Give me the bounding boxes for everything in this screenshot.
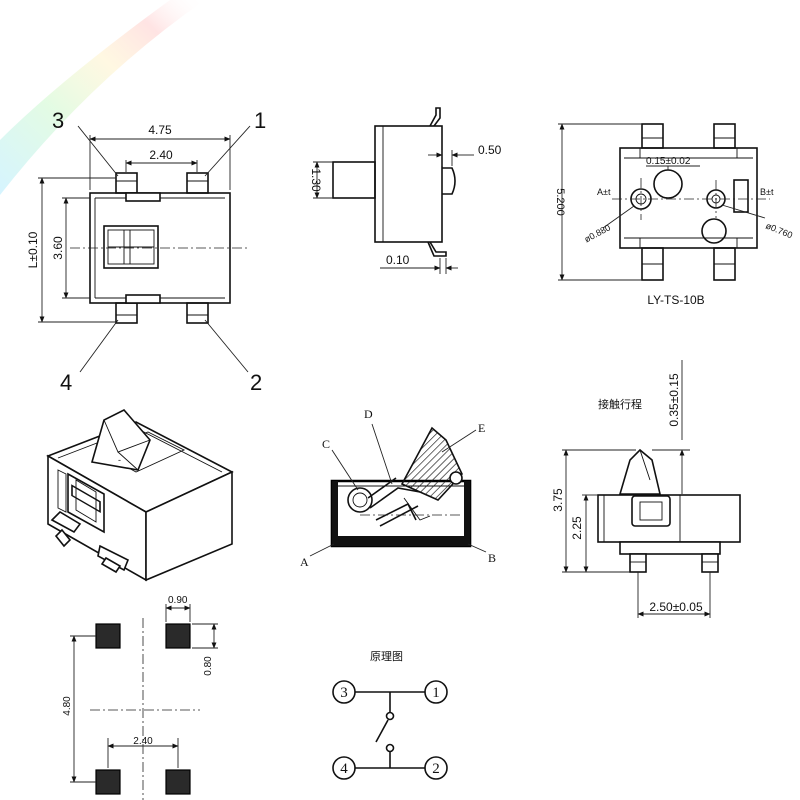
body-height-dimension: 2.25 <box>570 516 584 540</box>
pin-4-label: 4 <box>60 370 72 395</box>
pin-2-pad <box>186 302 209 324</box>
node-1-label: 1 <box>432 685 440 701</box>
hole-a-diameter: ø0.880 <box>583 222 612 244</box>
schematic-view: 原理图 3 1 4 2 <box>332 650 448 780</box>
footprint-pad-top-right <box>165 623 191 649</box>
label-b: B <box>488 551 496 565</box>
section-view: C D E A B <box>300 407 496 569</box>
label-e: E <box>478 421 485 435</box>
label-a: A <box>300 555 309 569</box>
pin-1-label: 1 <box>254 108 266 133</box>
vertical-pitch-dimension: 4.80 <box>62 696 73 716</box>
bottom-body <box>619 147 758 249</box>
isometric-view: - <box>46 409 234 582</box>
node-3-label: 3 <box>340 685 348 701</box>
actuator-window <box>103 225 159 269</box>
pin-1-pad <box>186 172 209 194</box>
model-label: LY-TS-10B <box>647 293 704 307</box>
footprint-pad-bottom-left <box>95 769 121 795</box>
side-view: 1.30 0.50 0.10 <box>309 107 502 274</box>
hole-b-diameter: ø0.760 <box>764 221 794 241</box>
terminal-thickness-dimension: 0.10 <box>386 253 410 267</box>
actuator-height-dimension: 1.30 <box>309 168 323 192</box>
pin-2-label: 2 <box>250 370 262 395</box>
height-dimension: 5.200 <box>554 188 566 216</box>
node-3 <box>332 680 356 704</box>
horizontal-pitch-dimension: 2.40 <box>133 736 153 747</box>
pin-4-pad <box>115 302 138 324</box>
node-2-label: 2 <box>432 761 440 777</box>
bottom-view: 0.15±0.02 A±t B±t ø0.880 ø0.760 5.200 LY… <box>554 123 794 307</box>
actuator-tip-dimension: 0.50 <box>478 143 502 157</box>
end-view: 接触行程 0.35±0.15 3.75 2.25 2.50 <box>551 360 741 618</box>
lever <box>400 426 463 501</box>
post-offset-dimension: 0.15±0.02 <box>646 156 691 167</box>
post-circle-bottom <box>701 218 727 244</box>
label-d: D <box>364 407 373 421</box>
pin-3-pad <box>115 172 138 194</box>
pad-width-dimension: 0.90 <box>168 595 188 606</box>
slot <box>733 179 749 213</box>
side-body <box>374 125 443 243</box>
svg-text:-: - <box>118 455 121 465</box>
pad-pitch-dimension: 2.40 <box>149 148 173 162</box>
end-lever <box>618 448 662 495</box>
side-actuator <box>332 161 376 199</box>
node-4-label: 4 <box>340 761 348 777</box>
post-circle-top <box>653 169 683 199</box>
schematic-title: 原理图 <box>370 650 403 663</box>
node-4 <box>332 756 356 780</box>
post-pitch-dimension: 2.50±0.05 <box>649 600 703 614</box>
spring-coil <box>347 487 373 513</box>
width-dimension: 4.75 <box>148 123 172 137</box>
footprint-pad-top-left <box>95 623 121 649</box>
node-1 <box>424 680 448 704</box>
stroke-dimension: 0.35±0.15 <box>667 373 681 427</box>
label-c: C <box>322 437 330 451</box>
body-height-dimension: 3.60 <box>51 236 65 260</box>
footprint-view: 0.90 0.80 4.80 2.40 <box>62 595 218 800</box>
top-view: 4.75 2.40 3.60 L±0.10 3 1 4 2 <box>26 108 266 395</box>
stroke-title: 接触行程 <box>598 397 642 411</box>
total-height-dimension: 3.75 <box>551 488 565 512</box>
hole-a-label: A±t <box>597 187 611 197</box>
overall-length-dimension: L±0.10 <box>26 231 40 268</box>
node-2 <box>424 756 448 780</box>
pin-3-label: 3 <box>52 108 64 133</box>
hole-b-label: B±t <box>760 187 774 197</box>
footprint-pad-bottom-right <box>165 769 191 795</box>
pad-height-dimension: 0.80 <box>203 656 214 676</box>
